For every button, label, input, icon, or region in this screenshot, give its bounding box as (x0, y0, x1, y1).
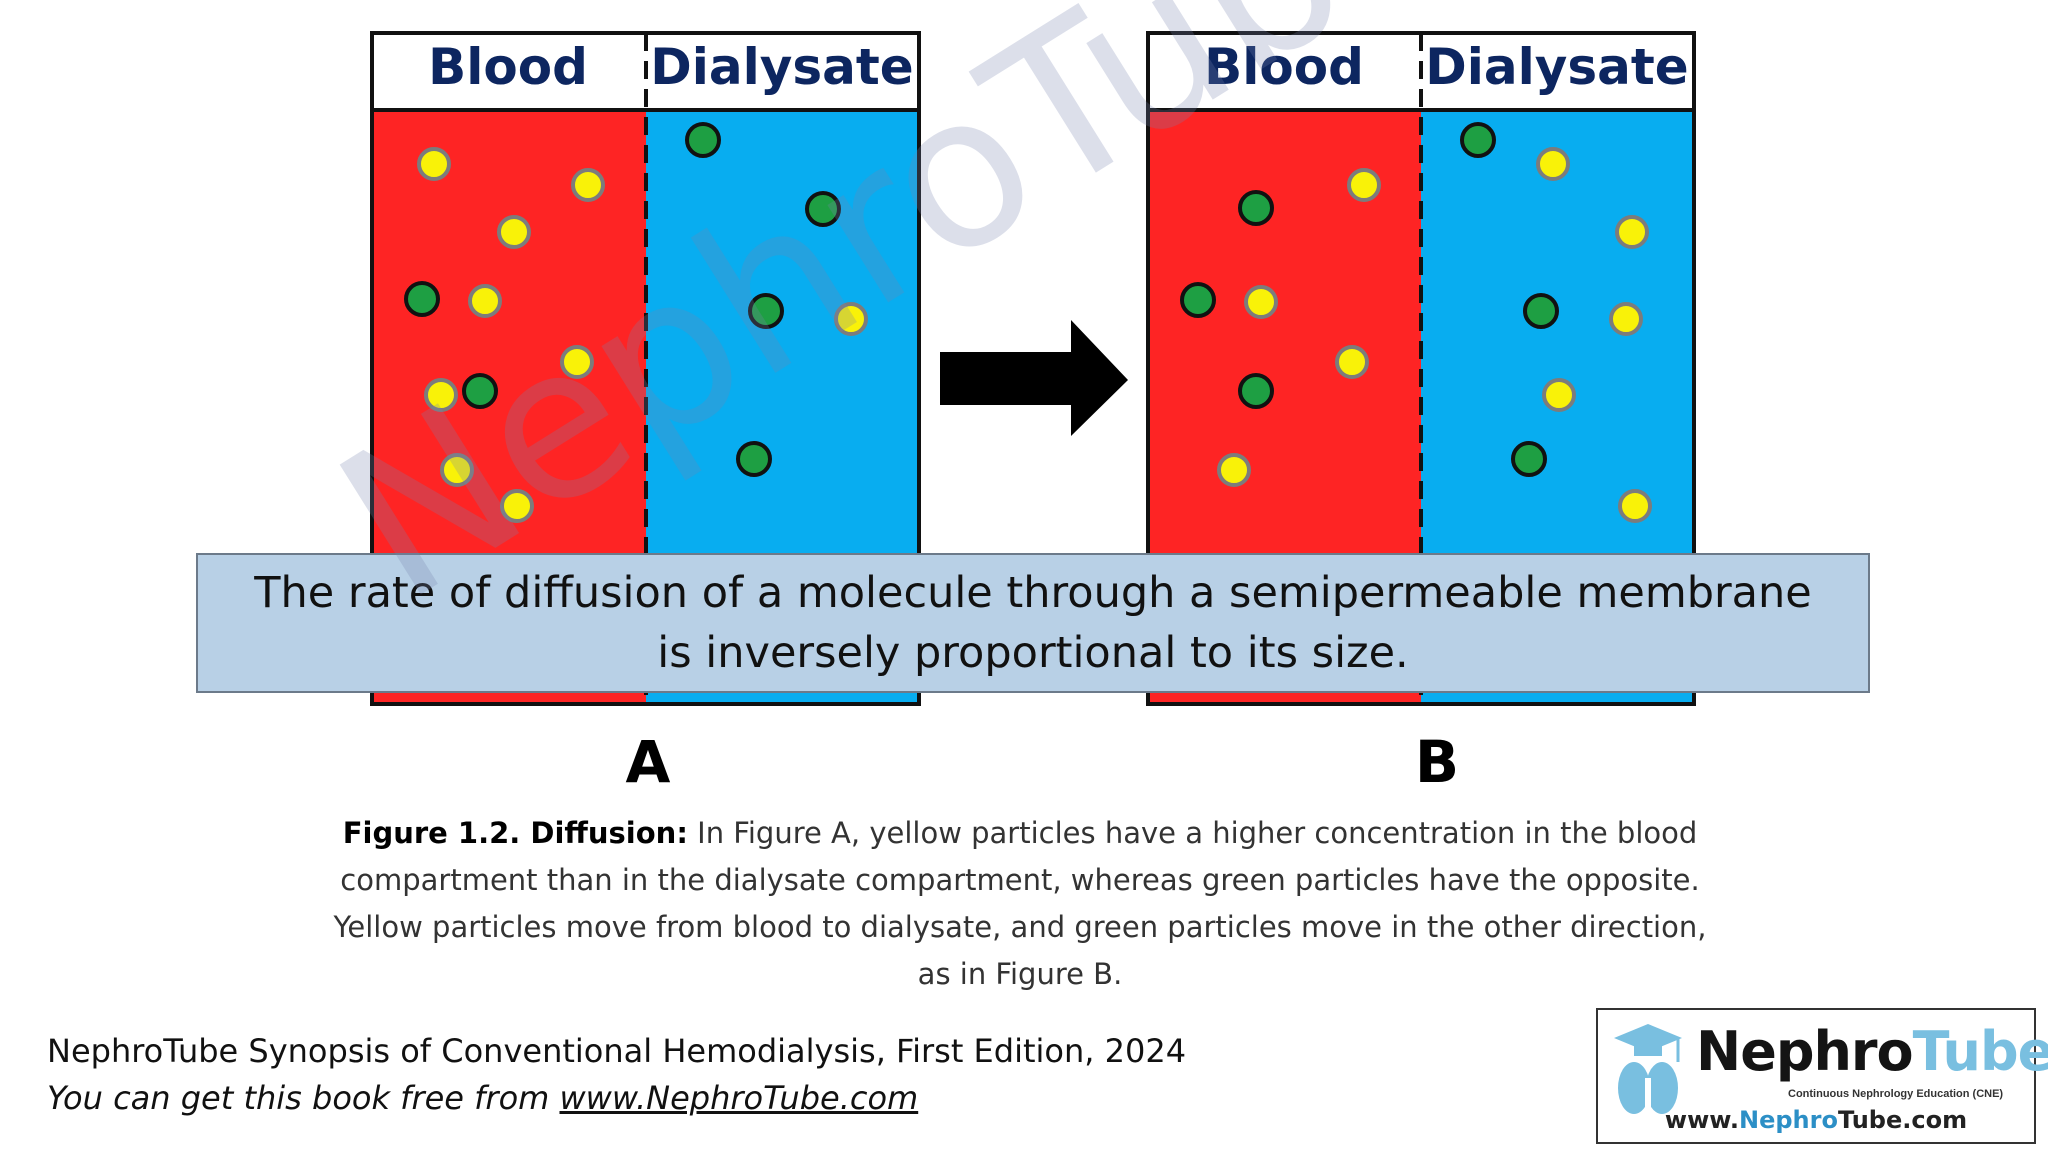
right-arrow-icon (940, 320, 1128, 436)
green-particle (1460, 122, 1496, 158)
particles-a (404, 122, 868, 523)
logo-url: www.NephroTube.com (1598, 1106, 2034, 1134)
green-particle (1180, 282, 1216, 318)
footer-book-title: NephroTube Synopsis of Conventional Hemo… (47, 1032, 1187, 1070)
logo-wordmark: NephroTube (1696, 1020, 2048, 1083)
yellow-particle (1335, 345, 1369, 379)
green-particle (736, 441, 772, 477)
figure-label-b: B (1414, 728, 1460, 796)
yellow-particle (560, 345, 594, 379)
yellow-particle (1217, 453, 1251, 487)
green-particle (805, 191, 841, 227)
green-particle (685, 122, 721, 158)
footer-prefix: You can get this book free from (47, 1079, 560, 1117)
logo-url-part1: www. (1664, 1106, 1740, 1134)
green-particle (748, 293, 784, 329)
yellow-particle (1244, 285, 1278, 319)
caption-title: Figure 1.2. Diffusion: (342, 816, 688, 850)
yellow-particle (497, 215, 531, 249)
panel-a: Blood Dialysate (370, 31, 921, 706)
footer-availability: You can get this book free from www.Neph… (47, 1075, 1186, 1122)
logo-url-part2: Nephro (1739, 1106, 1838, 1134)
yellow-particle (468, 284, 502, 318)
green-particle (1511, 441, 1547, 477)
yellow-particle (1347, 168, 1381, 202)
figure-label-a: A (625, 728, 671, 796)
yellow-particle (1615, 215, 1649, 249)
green-particle (462, 373, 498, 409)
green-particle (404, 281, 440, 317)
green-particle (1523, 293, 1559, 329)
particles-b (1180, 122, 1652, 523)
yellow-particle (1618, 489, 1652, 523)
yellow-particle (1542, 378, 1576, 412)
key-point-banner: The rate of diffusion of a molecule thro… (196, 553, 1870, 693)
header-blood-b: Blood (1204, 38, 1364, 96)
logo-name-tube: Tube (1912, 1020, 2048, 1083)
logo-url-part3: Tube.com (1837, 1106, 1968, 1134)
green-particle (1238, 190, 1274, 226)
yellow-particle (1609, 302, 1643, 336)
logo-name-nephro: Nephro (1696, 1020, 1914, 1083)
yellow-particle (500, 489, 534, 523)
yellow-particle (417, 147, 451, 181)
footer-link[interactable]: www.NephroTube.com (559, 1079, 919, 1117)
footer: NephroTube Synopsis of Conventional Hemo… (47, 1028, 1186, 1122)
nephrotube-logo[interactable]: NephroTube Continuous Nephrology Educati… (1596, 1008, 2048, 1144)
yellow-particle (424, 378, 458, 412)
caption-body: In Figure A, yellow particles have a hig… (333, 816, 1707, 991)
yellow-particle (440, 453, 474, 487)
yellow-particle (571, 168, 605, 202)
green-particle (1238, 373, 1274, 409)
yellow-particle (1536, 147, 1570, 181)
yellow-particle (834, 302, 868, 336)
graduation-kidney-icon (1614, 1024, 1682, 1118)
header-dialysate-b: Dialysate (1425, 38, 1688, 96)
logo-subtitle: Continuous Nephrology Education (CNE) (1788, 1088, 2004, 1100)
header-dialysate-a: Dialysate (650, 38, 913, 96)
header-blood-a: Blood (428, 38, 588, 96)
figure-caption: Figure 1.2. Diffusion: In Figure A, yell… (320, 810, 1720, 998)
